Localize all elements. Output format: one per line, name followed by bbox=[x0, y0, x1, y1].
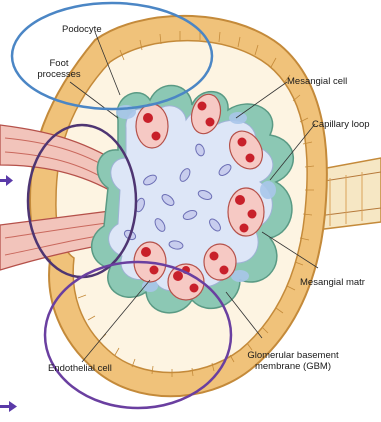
label-capillary-loop: Capillary loop bbox=[312, 119, 370, 130]
label-glomerular-basement-membrane: Glomerular basement membrane (GBM) bbox=[238, 350, 348, 372]
arrow-icon bbox=[0, 175, 13, 186]
label-podocyte: Podocyte bbox=[62, 24, 102, 35]
arrow-icon bbox=[0, 401, 17, 412]
label-mesangial-matrix: Mesangial matr bbox=[300, 277, 365, 288]
label-endothelial-cell: Endothelial cell bbox=[48, 363, 112, 374]
label-mesangial-cell: Mesangial cell bbox=[287, 76, 347, 87]
label-foot-processes: Foot processes bbox=[30, 58, 88, 80]
